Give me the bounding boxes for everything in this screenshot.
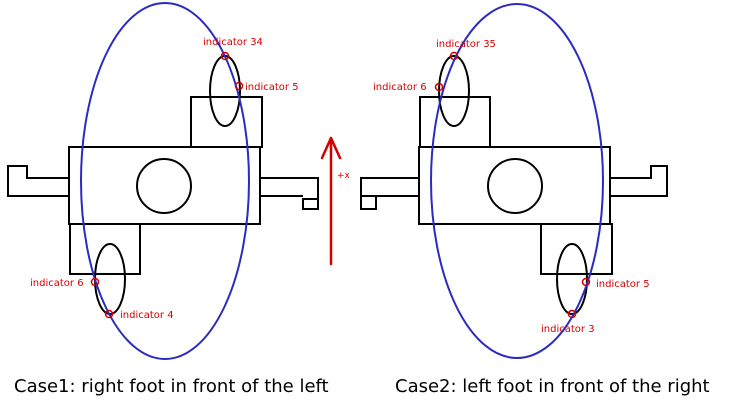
- case1-indicators: [90, 51, 244, 319]
- case1-indicator-34-marker: [220, 51, 230, 61]
- case2-indicators: [434, 51, 591, 319]
- x-axis-arrow: [320, 136, 342, 266]
- case2-bottom-foot: [540, 223, 613, 275]
- case1-top-foot-ellipse: [209, 55, 241, 127]
- case2-body: [418, 146, 611, 225]
- case1-indicator-6-label: indicator 6: [30, 278, 84, 289]
- case1-caption: Case1: right foot in front of the left: [14, 376, 329, 397]
- case1-indicator-4-label: indicator 4: [120, 310, 174, 321]
- case2-indicator-3-label: indicator 3: [541, 324, 595, 335]
- case1-blue-ellipse: [80, 2, 250, 360]
- case1-indicator-5-marker: [234, 81, 244, 91]
- case1-right-axle: [260, 177, 319, 210]
- case2-blue-ellipse: [430, 3, 604, 359]
- case2-center-wheel: [487, 158, 543, 214]
- case1-left-axle: [7, 165, 69, 197]
- case2-indicator-3-marker: [567, 309, 577, 319]
- case2-indicator-5-label: indicator 5: [596, 279, 650, 290]
- case2-indicator-35-label: indicator 35: [436, 39, 496, 50]
- case2-left-axle: [360, 177, 419, 210]
- case1-diagram: [7, 55, 319, 315]
- x-axis-label: +x: [337, 171, 351, 181]
- case1-body: [68, 146, 261, 225]
- case1-indicator-4-marker: [104, 309, 114, 319]
- case2-indicator-6-marker: [434, 82, 444, 92]
- case1-indicator-6-marker: [90, 277, 100, 287]
- case1-center-wheel: [136, 158, 192, 214]
- case2-diagram: [360, 55, 668, 315]
- case1-indicator-5-label: indicator 5: [245, 82, 299, 93]
- case1-bottom-foot-ellipse: [94, 243, 126, 315]
- case1-indicator-34-label: indicator 34: [203, 37, 263, 48]
- case2-bottom-foot-ellipse: [556, 243, 588, 315]
- case2-caption: Case2: left foot in front of the right: [395, 376, 710, 397]
- case2-indicator-35-marker: [449, 51, 459, 61]
- case2-right-axle: [610, 165, 668, 197]
- case2-indicator-5-marker: [581, 277, 591, 287]
- case1-bottom-foot: [69, 223, 141, 275]
- case2-top-foot: [419, 96, 491, 148]
- case1-top-foot: [190, 96, 263, 148]
- case2-indicator-6-label: indicator 6: [373, 82, 427, 93]
